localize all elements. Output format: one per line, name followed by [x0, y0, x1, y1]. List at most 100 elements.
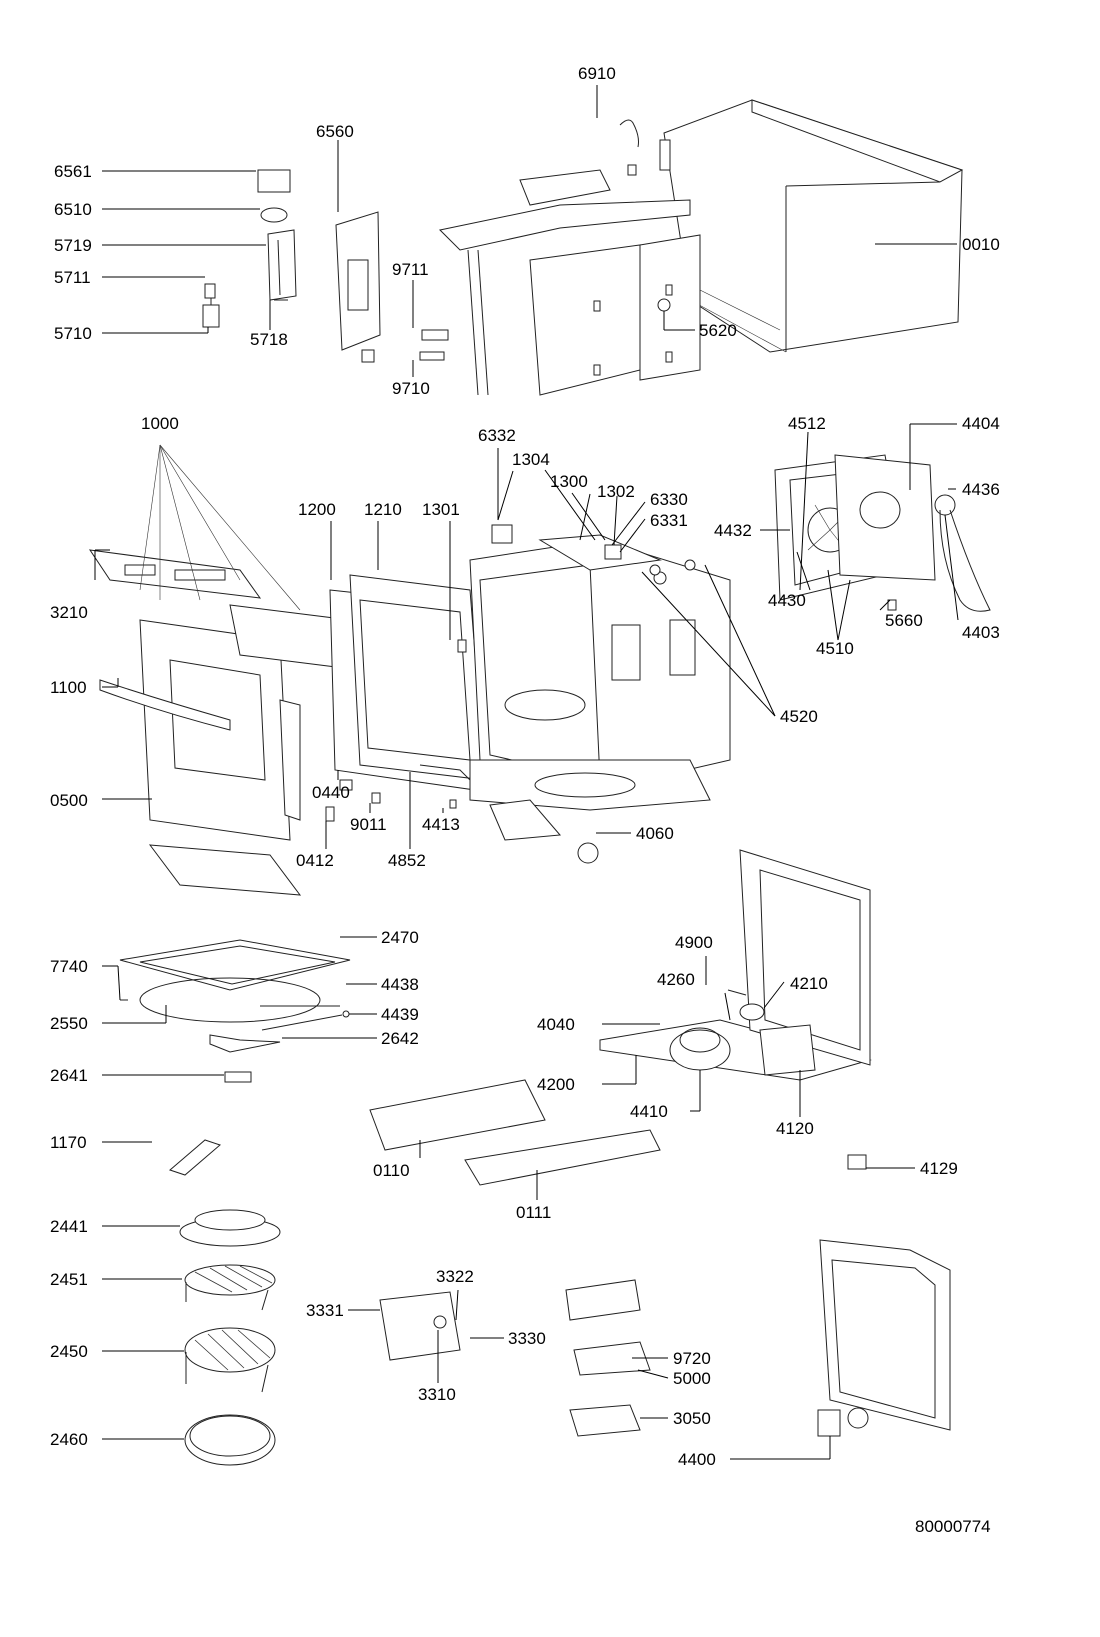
part-label-0440: 0440: [312, 783, 350, 802]
part-label-3210: 3210: [50, 603, 88, 622]
part-label-5000: 5000: [673, 1369, 711, 1388]
part-label-1302: 1302: [597, 482, 635, 501]
transformer-4120: [759, 1024, 816, 1076]
part-label-1200: 1200: [298, 500, 336, 519]
part-label-5660: 5660: [885, 611, 923, 630]
control-panel-3210: [88, 549, 262, 599]
part-label-4040: 4040: [537, 1015, 575, 1034]
heater-4520: [649, 559, 696, 576]
leader-lines: [94, 85, 959, 1460]
part-label-3322: 3322: [436, 1267, 474, 1286]
outer-casing-0010: [659, 99, 964, 353]
plate-2460: [184, 1414, 276, 1466]
interlock-1301: [457, 639, 467, 653]
roller-9011: [371, 792, 381, 804]
part-label-6910: 6910: [578, 64, 616, 83]
belt-4403: [939, 509, 991, 612]
part-label-0010: 0010: [962, 235, 1000, 254]
part-label-2641: 2641: [50, 1066, 88, 1085]
magnetron-4410: [669, 1027, 731, 1071]
part-label-4060: 4060: [636, 824, 674, 843]
foot-4129: [847, 1154, 867, 1170]
part-label-4129: 4129: [920, 1159, 958, 1178]
part-label-4430: 4430: [768, 591, 806, 610]
tool-1170: [169, 1139, 221, 1176]
part-label-5710: 5710: [54, 324, 92, 343]
drip-tray-2470: [119, 939, 351, 991]
part-label-1000: 1000: [141, 414, 179, 433]
part-label-0500: 0500: [50, 791, 88, 810]
spring-0412: [325, 806, 335, 822]
part-label-3050: 3050: [673, 1409, 711, 1428]
door-bottom-0500: [148, 844, 302, 896]
part-label-0111: 0111: [516, 1203, 551, 1222]
part-label-4510: 4510: [816, 639, 854, 658]
plate-4404: [834, 454, 936, 581]
switch-9710: [419, 351, 445, 361]
part-label-4260: 4260: [657, 970, 695, 989]
part-label-2460: 2460: [50, 1430, 88, 1449]
board-9720: [565, 1279, 641, 1321]
relay-5710: [202, 298, 220, 328]
part-label-1170: 1170: [50, 1133, 87, 1152]
cover-0110: [369, 1079, 546, 1151]
part-label-4410: 4410: [630, 1102, 668, 1121]
part-label-1304: 1304: [512, 450, 550, 469]
drawing-number: 80000774: [915, 1517, 991, 1536]
part-label-3330: 3330: [508, 1329, 546, 1348]
part-label-4436: 4436: [962, 480, 1000, 499]
part-label-0110: 0110: [373, 1161, 410, 1180]
part-label-6560: 6560: [316, 122, 354, 141]
frame-4400: [817, 1239, 951, 1437]
part-label-2451: 2451: [50, 1270, 88, 1289]
cooling-duct-1302: [538, 534, 662, 571]
part-label-2450: 2450: [50, 1342, 88, 1361]
part-label-2470: 2470: [381, 928, 419, 947]
part-label-9710: 9710: [392, 379, 430, 398]
coupler-2641: [224, 1071, 252, 1083]
cover-4413: [449, 799, 457, 809]
grid-2450: [184, 1327, 276, 1393]
rod-4439: [261, 1010, 350, 1031]
roller-ring-2642: [209, 1034, 281, 1053]
part-labels: 6910 6560 6561 6510 5719 5711 5710 5718 …: [50, 64, 1000, 1536]
cover-0111: [464, 1129, 661, 1186]
part-label-1210: 1210: [364, 500, 402, 519]
part-label-2441: 2441: [50, 1217, 88, 1236]
part-label-3310: 3310: [418, 1385, 456, 1404]
part-label-1100: 1100: [50, 678, 87, 697]
door-inner-1210: [349, 574, 486, 781]
part-label-5620: 5620: [699, 321, 737, 340]
part-label-4120: 4120: [776, 1119, 814, 1138]
capacitor-6510: [260, 207, 288, 223]
part-label-6330: 6330: [650, 490, 688, 509]
control-module-3331: [379, 1291, 461, 1361]
part-label-4404: 4404: [962, 414, 1000, 433]
part-label-3331: 3331: [306, 1301, 344, 1320]
support-ring-2550: [139, 977, 321, 1023]
board-5000: [573, 1341, 651, 1376]
part-label-1300: 1300: [550, 472, 588, 491]
bracket-4852: [419, 764, 471, 781]
part-label-5711: 5711: [54, 268, 91, 287]
part-label-9720: 9720: [673, 1349, 711, 1368]
part-label-4432: 4432: [714, 521, 752, 540]
part-label-7740: 7740: [50, 957, 88, 976]
bracket-5719: [267, 229, 297, 301]
part-label-1301: 1301: [422, 500, 460, 519]
part-label-6510: 6510: [54, 200, 92, 219]
wire-6910: [619, 119, 639, 176]
motor-4436: [934, 494, 956, 516]
part-label-5719: 5719: [54, 236, 92, 255]
part-label-4403: 4403: [962, 623, 1000, 642]
part-label-9011: 9011: [350, 815, 387, 834]
part-label-4413: 4413: [422, 815, 460, 834]
cavity-1300: [469, 539, 731, 811]
rear-panel-assembly: [438, 169, 701, 396]
switch-9711: [421, 329, 449, 341]
hinge-0440: [339, 779, 353, 791]
part-label-4512: 4512: [788, 414, 826, 433]
part-label-4900: 4900: [675, 933, 713, 952]
part-label-4438: 4438: [381, 975, 419, 994]
